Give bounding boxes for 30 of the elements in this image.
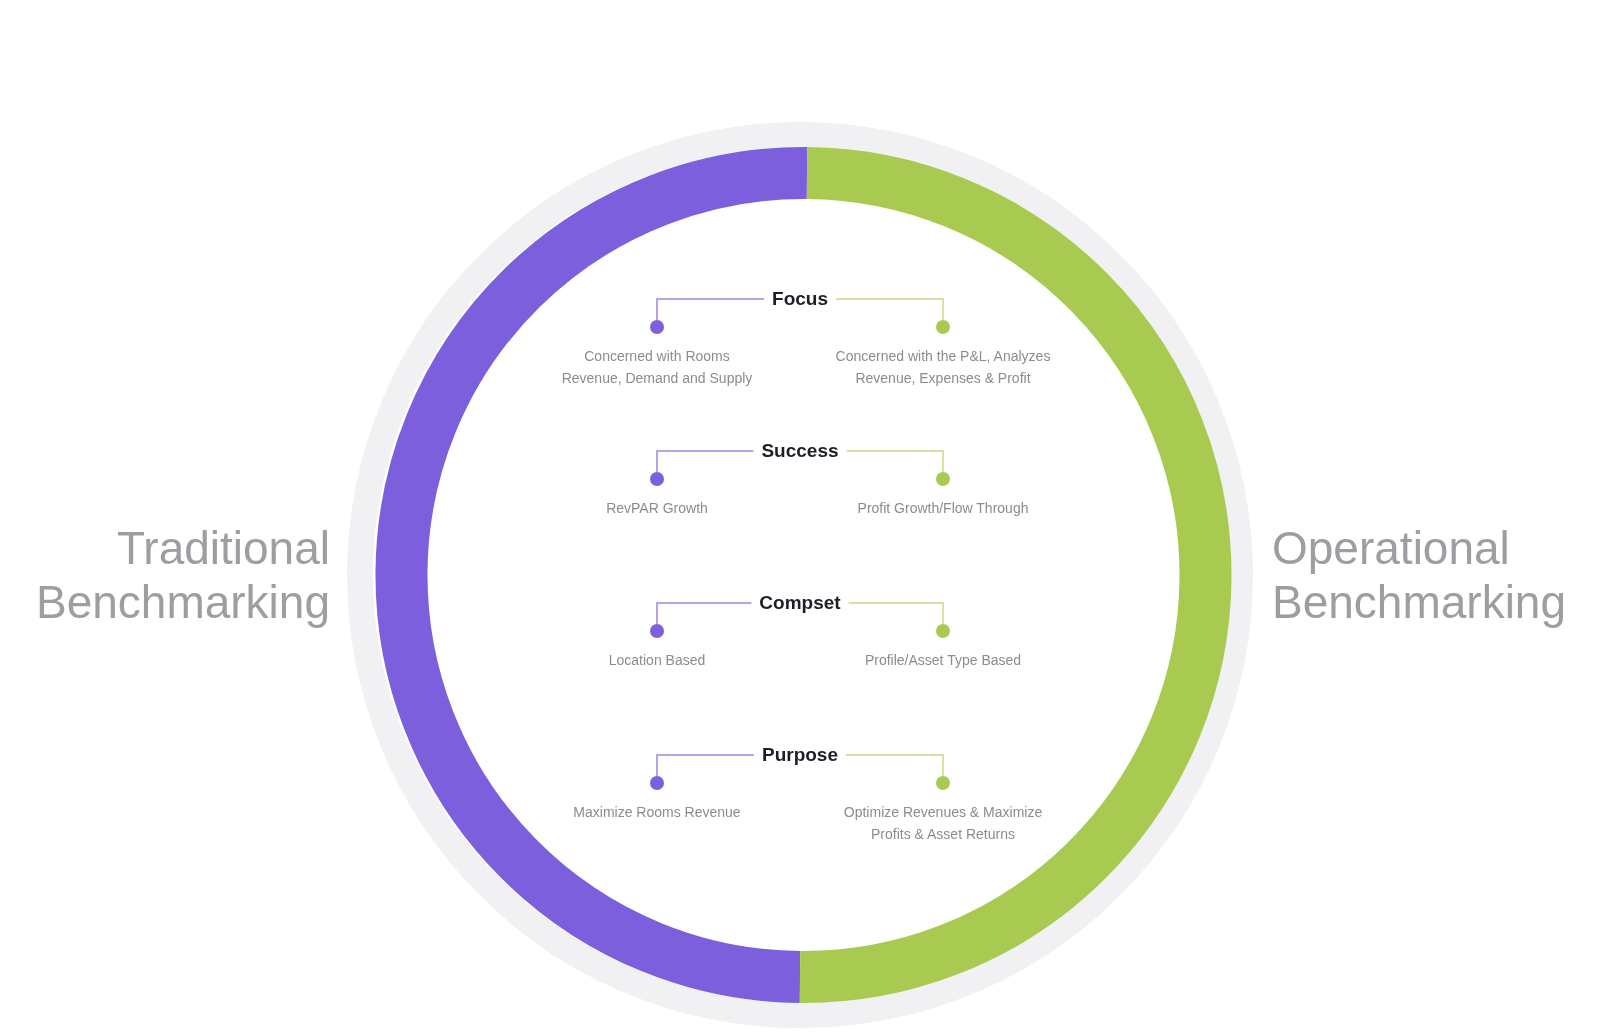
dot-icon (650, 472, 664, 486)
description-text: Optimize Revenues & Maximize Profits & Asset Returns (842, 803, 1044, 845)
description-text: Profit Growth/Flow Through (857, 499, 1029, 518)
row-heading: Compset (751, 590, 849, 616)
description-text: Maximize Rooms Revenue (573, 803, 741, 822)
connector-line (656, 450, 755, 473)
dot-icon (936, 320, 950, 334)
dot-icon (936, 624, 950, 638)
row-heading: Purpose (754, 742, 846, 768)
description-text: Concerned with Rooms Revenue, Demand and Supply (560, 347, 754, 389)
connector-line (656, 754, 755, 777)
dot-icon (936, 776, 950, 790)
connector-line (847, 602, 944, 625)
connector-line (835, 298, 944, 321)
connector-line (845, 754, 944, 777)
side-title: Traditional Benchmarking (34, 521, 330, 630)
connector-line (656, 602, 753, 625)
description-text: RevPAR Growth (606, 499, 708, 518)
connector-line (845, 450, 944, 473)
dot-icon (650, 624, 664, 638)
dot-icon (936, 472, 950, 486)
connector-line (656, 298, 765, 321)
row-heading: Focus (764, 286, 836, 312)
dot-icon (650, 320, 664, 334)
description-text: Location Based (608, 651, 706, 670)
row-heading: Success (753, 438, 847, 464)
dot-icon (650, 776, 664, 790)
side-title: Operational Benchmarking (1272, 521, 1568, 630)
description-text: Concerned with the P&L, Analyzes Revenue, Expenses & Profit (834, 347, 1052, 389)
description-text: Profile/Asset Type Based (864, 651, 1022, 670)
